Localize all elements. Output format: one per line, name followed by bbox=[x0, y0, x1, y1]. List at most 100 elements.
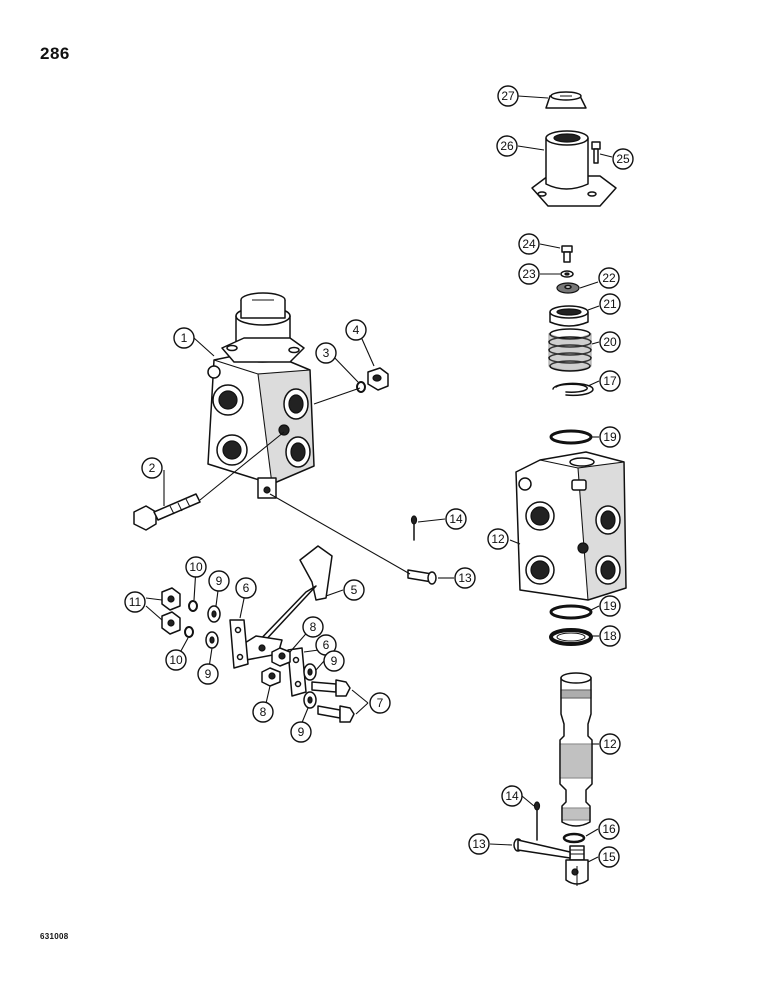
part-nut-4 bbox=[367, 367, 389, 391]
svg-text:8: 8 bbox=[260, 705, 267, 719]
svg-text:4: 4 bbox=[353, 323, 360, 337]
svg-text:9: 9 bbox=[331, 654, 338, 668]
svg-text:27: 27 bbox=[501, 89, 515, 103]
svg-text:10: 10 bbox=[169, 653, 183, 667]
part-o-ring-upper bbox=[549, 429, 593, 445]
callout-6-left: 6 bbox=[235, 577, 257, 599]
svg-text:2: 2 bbox=[149, 461, 156, 475]
part-spool bbox=[559, 672, 593, 827]
callout-21: 21 bbox=[599, 293, 621, 315]
part-cotter-pin-upper bbox=[410, 515, 418, 541]
callout-12-body: 12 bbox=[487, 528, 509, 550]
svg-text:21: 21 bbox=[603, 297, 617, 311]
callout-1: 1 bbox=[173, 327, 195, 349]
part-pin-upper bbox=[407, 569, 437, 585]
part-backup-ring bbox=[549, 628, 593, 646]
callout-22: 22 bbox=[598, 267, 620, 289]
svg-text:19: 19 bbox=[603, 430, 617, 444]
part-spacer-8b bbox=[261, 667, 281, 687]
callout-8-lower: 8 bbox=[252, 701, 274, 723]
svg-text:1: 1 bbox=[181, 331, 188, 345]
part-valve-section-main bbox=[207, 292, 315, 499]
callout-7: 7 bbox=[369, 692, 391, 714]
callout-20: 20 bbox=[599, 331, 621, 353]
callout-8-upper: 8 bbox=[302, 616, 324, 638]
svg-text:16: 16 bbox=[602, 822, 616, 836]
svg-text:13: 13 bbox=[458, 571, 472, 585]
part-clevis bbox=[565, 845, 589, 886]
part-bolt-7b bbox=[317, 705, 355, 723]
part-washer-3 bbox=[356, 381, 366, 393]
callout-6-right: 6 bbox=[315, 634, 337, 656]
svg-text:5: 5 bbox=[351, 583, 358, 597]
callout-4: 4 bbox=[345, 319, 367, 341]
callout-18: 18 bbox=[599, 625, 621, 647]
callout-19-lower: 19 bbox=[599, 595, 621, 617]
svg-text:10: 10 bbox=[189, 560, 203, 574]
part-nut-11-group bbox=[161, 587, 181, 635]
page-number: 286 bbox=[40, 44, 70, 63]
part-link-plate-left bbox=[229, 619, 249, 669]
callout-9-lower-left: 9 bbox=[197, 663, 219, 685]
assembly-lines bbox=[199, 387, 411, 575]
callout-13-lower: 13 bbox=[468, 833, 490, 855]
callout-9-lower-right: 9 bbox=[290, 721, 312, 743]
part-snap-ring bbox=[552, 382, 594, 397]
part-spring-seat bbox=[549, 305, 589, 327]
part-spacer-8a bbox=[271, 647, 291, 667]
part-cotter-pin-lower bbox=[533, 801, 541, 841]
svg-text:11: 11 bbox=[129, 595, 142, 609]
callout-26: 26 bbox=[496, 135, 518, 157]
svg-text:8: 8 bbox=[310, 620, 317, 634]
callout-23: 23 bbox=[518, 263, 540, 285]
svg-text:9: 9 bbox=[205, 667, 212, 681]
callout-13-upper: 13 bbox=[454, 567, 476, 589]
callout-9-upper-right: 9 bbox=[323, 650, 345, 672]
callout-25: 25 bbox=[612, 148, 634, 170]
svg-text:24: 24 bbox=[522, 237, 536, 251]
callout-5: 5 bbox=[343, 579, 365, 601]
part-housing bbox=[531, 130, 617, 207]
part-washer-9-group bbox=[205, 605, 317, 709]
svg-text:9: 9 bbox=[298, 725, 305, 739]
callout-10-lower: 10 bbox=[165, 649, 187, 671]
part-bolt-7a bbox=[311, 679, 351, 697]
drawing-code: 631008 bbox=[40, 932, 69, 941]
svg-text:6: 6 bbox=[323, 638, 330, 652]
part-washer-23 bbox=[560, 270, 574, 278]
part-screw-25 bbox=[591, 141, 601, 164]
svg-text:19: 19 bbox=[603, 599, 617, 613]
svg-text:14: 14 bbox=[449, 512, 463, 526]
callout-3: 3 bbox=[315, 342, 337, 364]
svg-text:18: 18 bbox=[603, 629, 617, 643]
svg-text:15: 15 bbox=[602, 850, 616, 864]
part-handle bbox=[239, 545, 333, 661]
callout-17: 17 bbox=[599, 370, 621, 392]
svg-text:25: 25 bbox=[616, 152, 630, 166]
part-bolt-2 bbox=[133, 493, 201, 531]
callout-10-upper: 10 bbox=[185, 556, 207, 578]
svg-text:17: 17 bbox=[603, 374, 617, 388]
callout-12-spool: 12 bbox=[599, 733, 621, 755]
part-lock-washer-10-group bbox=[184, 600, 198, 638]
callout-2: 2 bbox=[141, 457, 163, 479]
callout-19-upper: 19 bbox=[599, 426, 621, 448]
part-pin-lower bbox=[513, 838, 571, 859]
part-link-plate-right bbox=[287, 647, 307, 697]
part-spring bbox=[548, 328, 592, 372]
svg-text:3: 3 bbox=[323, 346, 330, 360]
svg-text:12: 12 bbox=[491, 532, 505, 546]
svg-text:22: 22 bbox=[602, 271, 616, 285]
callout-15: 15 bbox=[598, 846, 620, 868]
part-o-ring-lower bbox=[549, 604, 593, 620]
callout-27: 27 bbox=[497, 85, 519, 107]
svg-text:9: 9 bbox=[216, 574, 223, 588]
part-screw-24 bbox=[561, 245, 573, 263]
part-retainer-22 bbox=[556, 282, 580, 294]
callout-16: 16 bbox=[598, 818, 620, 840]
callout-14-upper: 14 bbox=[445, 508, 467, 530]
svg-text:7: 7 bbox=[377, 696, 384, 710]
callout-14-lower: 14 bbox=[501, 785, 523, 807]
svg-text:6: 6 bbox=[243, 581, 250, 595]
